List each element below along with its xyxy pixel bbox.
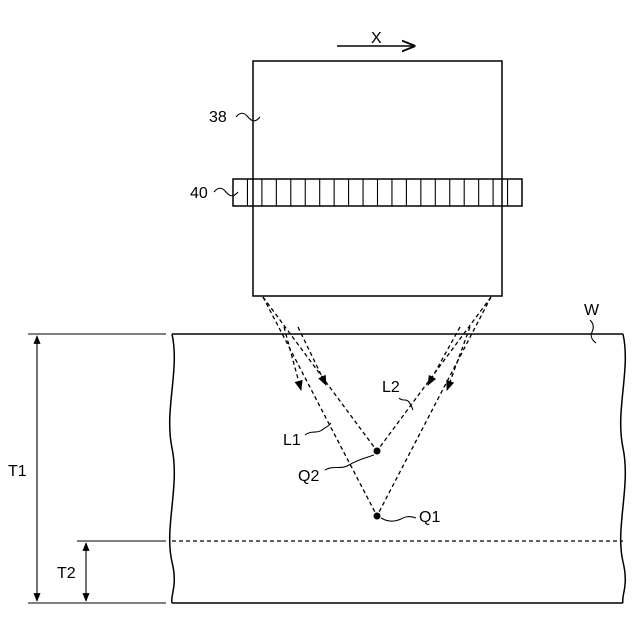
focal-point-q2 bbox=[374, 448, 381, 455]
direction-label: X bbox=[371, 30, 382, 47]
point-q1-label: Q1 bbox=[419, 509, 440, 526]
workpiece-leader bbox=[590, 320, 596, 343]
workpiece-right-break bbox=[621, 334, 626, 603]
point-q2-leader bbox=[325, 455, 374, 470]
thickness-t1-label: T1 bbox=[8, 463, 27, 480]
thickness-t2-label: T2 bbox=[57, 565, 76, 582]
head-leader bbox=[236, 113, 260, 121]
focal-point-q1 bbox=[374, 513, 381, 520]
beam-arrow-4 bbox=[447, 327, 470, 390]
beam-l1-right bbox=[377, 297, 491, 516]
light-2-label: L2 bbox=[382, 379, 400, 396]
direction-indicator: X bbox=[337, 30, 414, 47]
point-q2-label: Q2 bbox=[298, 468, 319, 485]
lens-array: 40 bbox=[190, 179, 522, 206]
lens-label: 40 bbox=[190, 185, 208, 202]
lens-leader bbox=[214, 188, 238, 196]
workpiece-left-break bbox=[170, 334, 175, 603]
head-label: 38 bbox=[209, 109, 227, 126]
workpiece: W bbox=[170, 302, 626, 603]
dimensions: T1 T2 bbox=[8, 334, 166, 603]
light-1-leader bbox=[305, 423, 331, 435]
workpiece-label: W bbox=[584, 302, 600, 319]
focal-points: Q2 Q1 bbox=[298, 448, 440, 527]
lens-cells bbox=[247, 179, 507, 206]
beam-l1-left bbox=[263, 297, 377, 516]
beam-arrow-3 bbox=[428, 327, 460, 385]
point-q1-leader bbox=[381, 517, 416, 522]
beam-l2-right bbox=[377, 297, 491, 451]
light-1-label: L1 bbox=[283, 432, 301, 449]
light-2-leader bbox=[399, 398, 413, 410]
